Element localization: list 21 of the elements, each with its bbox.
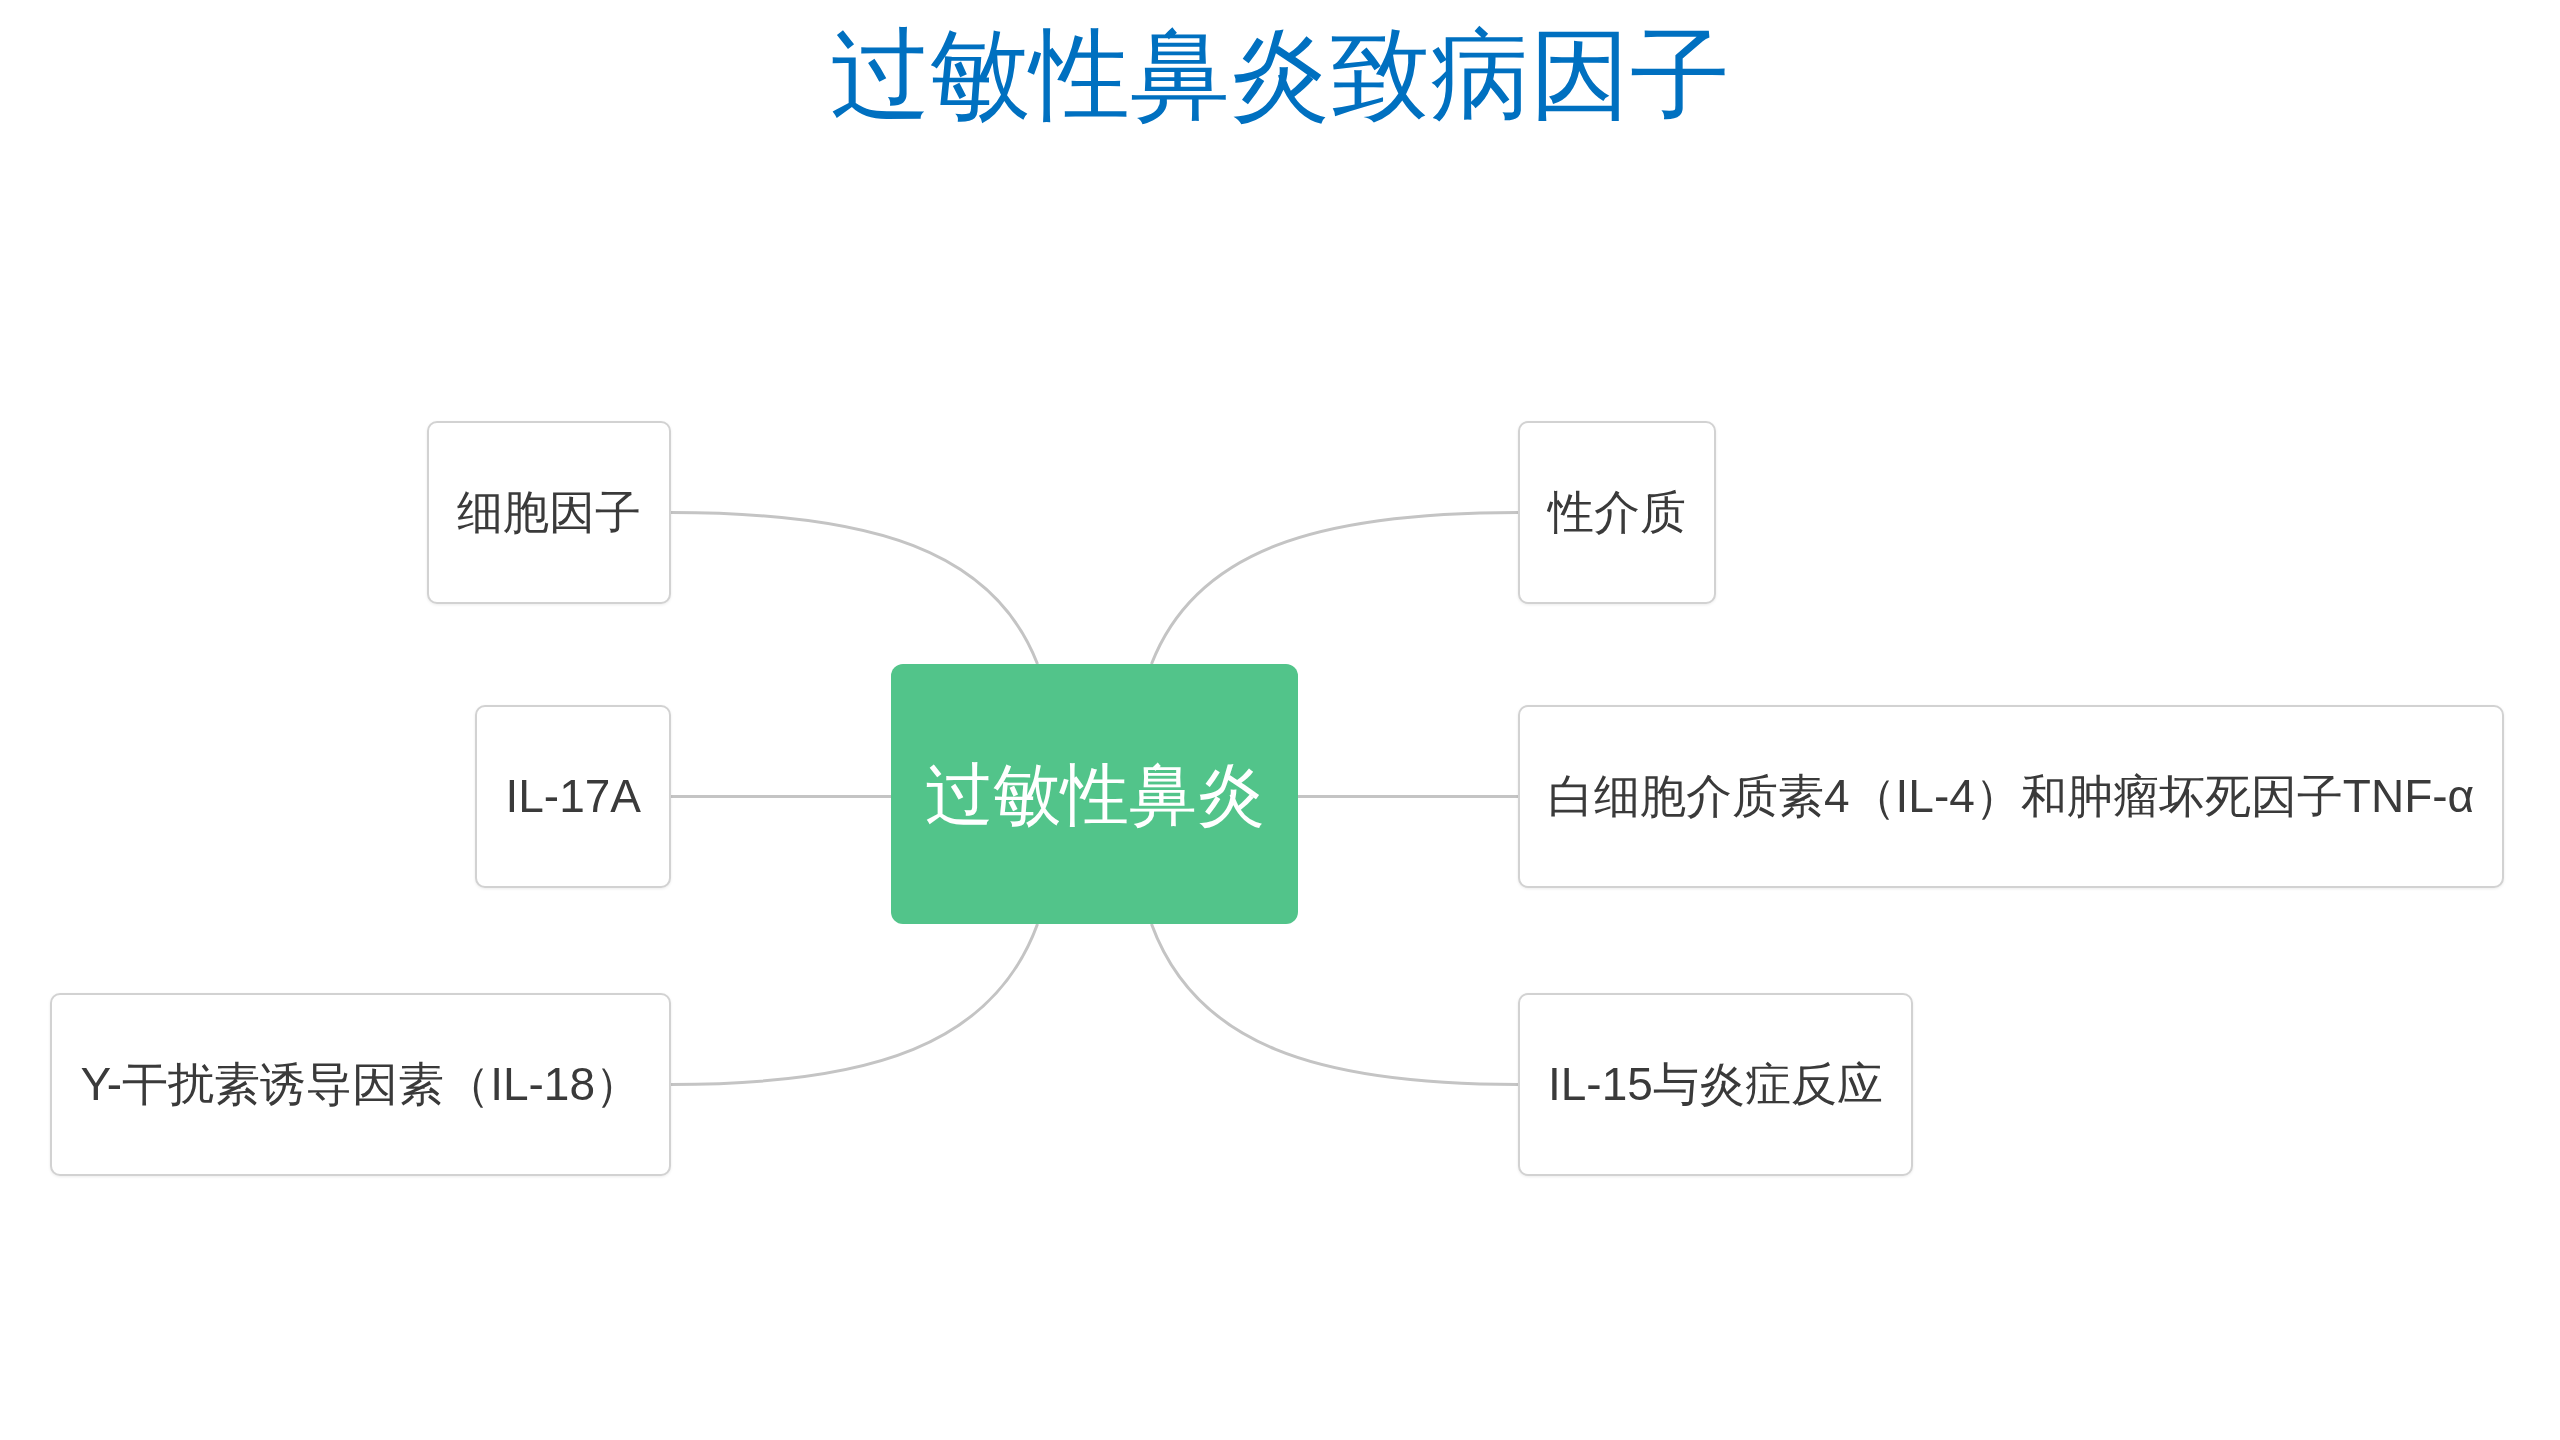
topic-label: IL-17A	[505, 768, 641, 824]
topic-label: IL-15与炎症反应	[1548, 1056, 1883, 1112]
topic-label: 白细胞介质素4（IL-4）和肿瘤坏死因子TNF-α	[1548, 768, 2475, 824]
topic-label: Y-干扰素诱导因素（IL-18）	[80, 1056, 641, 1112]
central-topic-label: 过敏性鼻炎	[924, 754, 1265, 834]
connector-line	[671, 795, 891, 798]
connector-line	[1298, 795, 1518, 798]
topic-label: 细胞因子	[457, 484, 641, 540]
connector-line	[1150, 511, 1519, 665]
central-topic-box	[891, 664, 1298, 924]
diagram-title: 过敏性鼻炎致病因子	[830, 17, 1730, 132]
topic-box	[1518, 705, 2505, 888]
topic-box	[427, 421, 671, 604]
topic-box	[1518, 421, 1716, 604]
connector-line	[670, 511, 1039, 665]
topic-box	[50, 993, 671, 1176]
connector-line	[670, 923, 1039, 1086]
topic-box	[1518, 993, 1913, 1176]
connector-line	[1150, 923, 1519, 1086]
topic-label: 性介质	[1548, 484, 1686, 540]
topic-box	[475, 705, 671, 888]
